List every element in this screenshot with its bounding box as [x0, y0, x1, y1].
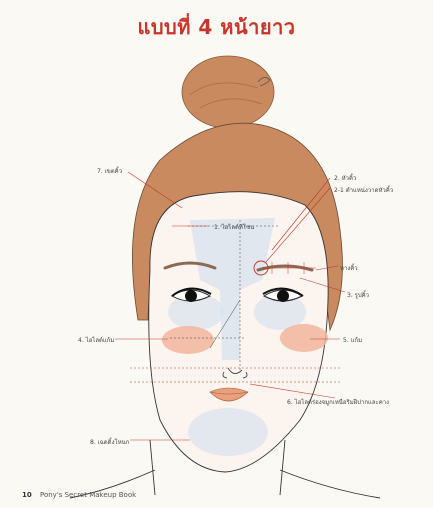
chin-highlight [188, 408, 268, 456]
label-nose-lip-chin-highlight: 6. ไฮไลต์ร่องจมูกเหนือริมฝีปากและคาง [287, 397, 389, 407]
shoulder-right [280, 470, 380, 498]
page-number: 10 [22, 491, 32, 499]
label-cheek-highlight: 4. ไฮไลต์แก้ม [78, 335, 114, 345]
label-brow-zone: 7. เขตคิ้ว [97, 166, 122, 176]
label-brow-tail: หางคิ้ว [340, 263, 358, 273]
label-brow-head: 2. หัวคิ้ว [334, 173, 356, 183]
blush-right [280, 324, 328, 352]
book-title: Pony's Secret Makeup Book [40, 491, 136, 499]
label-cheekbone-shading: 8. เฉดดิ้งโหนก [90, 437, 129, 447]
label-cheek: 5. แก้ม [343, 335, 362, 345]
blush-left [162, 326, 214, 354]
page-footer: 10 Pony's Secret Makeup Book [22, 491, 136, 499]
label-brow-shape: 3. รูปคิ้ว [347, 290, 369, 300]
label-brow-head-position: 2-1 ตำแหน่งวาดหัวคิ้ว [334, 185, 393, 195]
hair-bun [182, 56, 274, 128]
label-tzone-highlight: 1. ไฮไลต์ทีโซน [214, 222, 254, 232]
